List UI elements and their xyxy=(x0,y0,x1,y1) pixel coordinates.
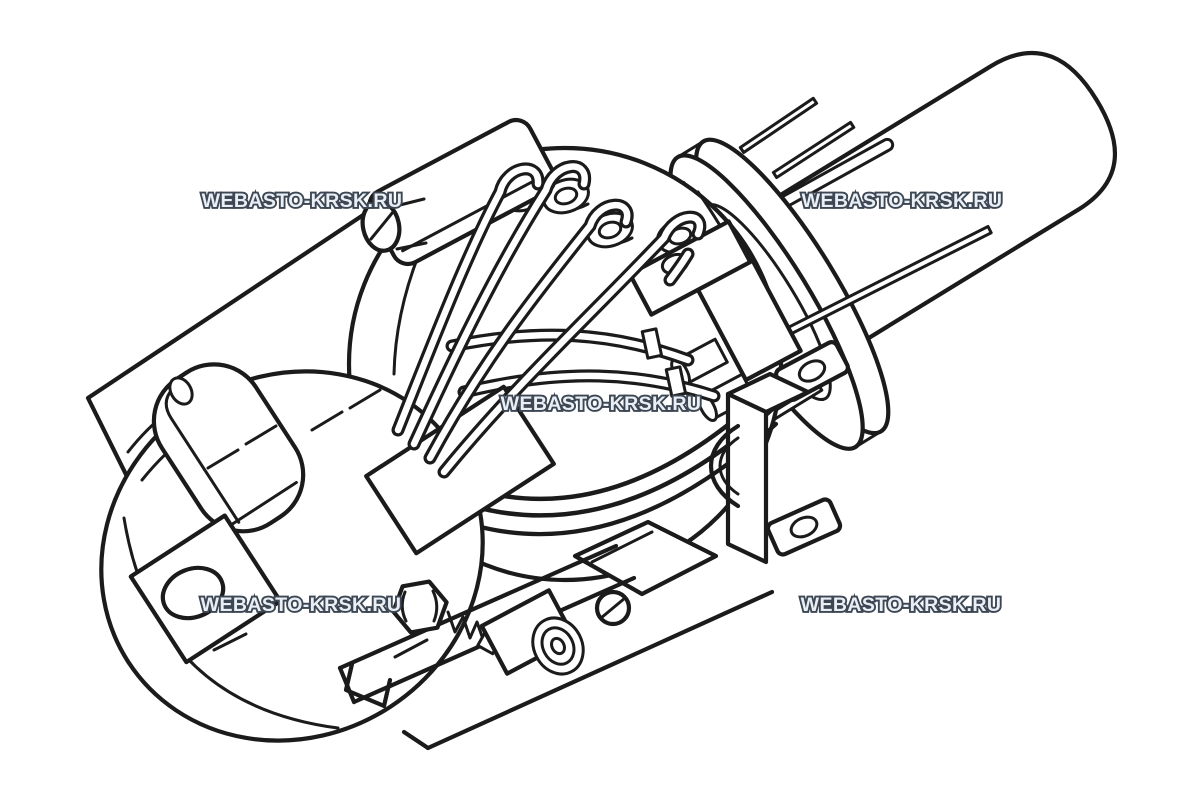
screw-link-line xyxy=(395,241,428,251)
watermark-text-5: WEBASTO-KRSK.RU xyxy=(801,594,1002,616)
glow-wire-core xyxy=(410,163,588,448)
glow-wire-core xyxy=(394,165,542,434)
surface-dash xyxy=(244,424,278,446)
screw-slot xyxy=(599,596,627,620)
panel-edge-line xyxy=(401,175,544,253)
hex-facet-arc xyxy=(400,590,408,623)
glow-wire-core xyxy=(426,202,631,462)
grommet-hole xyxy=(553,186,579,206)
motor-cover-hump xyxy=(151,362,306,534)
watermark-text-4: WEBASTO-KRSK.RU xyxy=(201,594,402,616)
screw-slot xyxy=(369,210,395,241)
screw-link-line xyxy=(394,197,426,208)
bracket-front-face xyxy=(725,391,769,565)
watermark-text-2: WEBASTO-KRSK.RU xyxy=(802,190,1003,212)
surface-dash xyxy=(212,632,248,652)
connector-plate-face xyxy=(627,219,753,317)
top-studs xyxy=(738,96,856,180)
stud-rod xyxy=(771,120,856,180)
watermark-text-1: WEBASTO-KRSK.RU xyxy=(202,190,403,212)
fuel-fitting-threads xyxy=(446,610,486,644)
bracket-cutout xyxy=(709,423,741,509)
watermarks: WEBASTO-KRSK.RU WEBASTO-KRSK.RU WEBASTO-… xyxy=(199,188,1004,618)
glow-wire-core xyxy=(440,214,703,476)
watermark-text-3: WEBASTO-KRSK.RU xyxy=(501,393,702,415)
dome-base-tab-line xyxy=(590,530,654,564)
surface-dash xyxy=(206,448,240,470)
valve-ring xyxy=(550,636,566,656)
channel-ledge xyxy=(425,589,775,751)
wire-bead xyxy=(664,365,688,398)
motor-cover-nub xyxy=(168,376,194,406)
surface-dash xyxy=(310,410,344,432)
grommet-link-wire-core xyxy=(666,250,692,284)
grommet-hole xyxy=(597,220,623,240)
base-channel xyxy=(337,543,775,751)
surface-dash xyxy=(348,388,382,410)
bracket-tab-hole xyxy=(797,359,827,383)
bracket-tab-plate xyxy=(765,497,843,557)
hex-facet-arc xyxy=(431,589,439,623)
channel-ledge-step xyxy=(401,729,431,751)
slotted-screw xyxy=(594,589,632,627)
stud-rod xyxy=(738,96,819,154)
drum-surface-dashes xyxy=(206,388,429,659)
channel-upper-edge xyxy=(337,543,619,671)
access-plate xyxy=(128,513,283,665)
motor-cover-base-line xyxy=(221,480,298,532)
plug-wires xyxy=(445,327,721,403)
surface-dash xyxy=(393,638,429,659)
valve-cylinder xyxy=(479,588,585,676)
panel-screw xyxy=(360,197,428,253)
drum-inset-rim xyxy=(122,516,340,730)
bracket-cutout-inner xyxy=(718,436,740,496)
motor-cover xyxy=(151,362,306,534)
wire-bead xyxy=(640,327,664,360)
mounting-bracket xyxy=(709,340,850,565)
access-plate-hole xyxy=(160,565,226,621)
glow-plug-wires xyxy=(391,160,707,479)
bracket-tab-bottom xyxy=(765,497,843,557)
bracket-tab-hole xyxy=(789,515,819,539)
drum-window-frame xyxy=(364,384,556,556)
dome-base-tab xyxy=(572,519,719,597)
drum-window xyxy=(364,384,556,556)
channel-foot xyxy=(343,661,393,709)
